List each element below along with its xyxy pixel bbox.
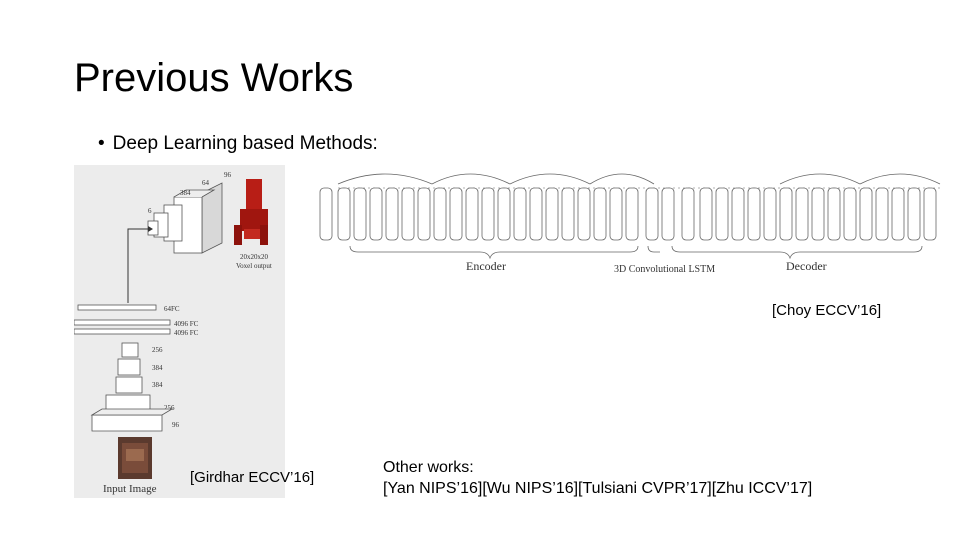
girdhar-diagram: 96 64 384 6 20x20x20 Voxel output 64FC 4…	[73, 171, 272, 479]
choy-architecture-figure: Encoder 3D Convolutional LSTM Decoder	[310, 162, 950, 280]
conv-256b-label: 256	[164, 404, 175, 412]
fc-4096a-label: 4096 FC	[174, 320, 199, 328]
choy-diagram: Encoder 3D Convolutional LSTM Decoder	[319, 173, 941, 275]
lstm-label: 3D Convolutional LSTM	[614, 264, 715, 275]
label-6: 6	[148, 207, 152, 215]
conv-384b-label: 384	[152, 381, 163, 389]
conv-384a-label: 384	[152, 364, 163, 372]
input-image-thumbnail	[118, 437, 152, 479]
conv-96-label: 96	[172, 421, 180, 429]
bullet-item: • Deep Learning based Methods:	[98, 133, 378, 155]
other-works-list: [Yan NIPS’16][Wu NIPS’16][Tulsiani CVPR’…	[383, 480, 813, 497]
citation-girdhar: [Girdhar ECCV’16]	[190, 469, 315, 486]
input-image-caption: Input Image	[103, 483, 157, 495]
label-64: 64	[202, 179, 210, 187]
voxel-chair-icon	[234, 179, 268, 245]
citation-choy: [Choy ECCV’16]	[772, 302, 882, 319]
voxel-dims-label: 20x20x20	[240, 253, 269, 261]
girdhar-architecture-figure: 96 64 384 6 20x20x20 Voxel output 64FC 4…	[73, 165, 285, 498]
bullet-text: Deep Learning based Methods:	[112, 133, 378, 154]
conv-256-label: 256	[152, 346, 163, 354]
label-96: 96	[224, 171, 232, 179]
slide-title: Previous Works	[74, 56, 354, 100]
bullet-dot-icon: •	[98, 133, 105, 154]
other-works-label: Other works:	[383, 459, 474, 476]
fc-64-label: 64FC	[164, 305, 180, 313]
other-works-block: Other works: [Yan NIPS’16][Wu NIPS’16][T…	[383, 457, 812, 499]
decoder-label: Decoder	[786, 259, 827, 273]
label-384: 384	[180, 189, 191, 197]
fc-4096b-label: 4096 FC	[174, 329, 199, 337]
encoder-label: Encoder	[466, 259, 506, 273]
voxel-output-label: Voxel output	[236, 262, 272, 270]
